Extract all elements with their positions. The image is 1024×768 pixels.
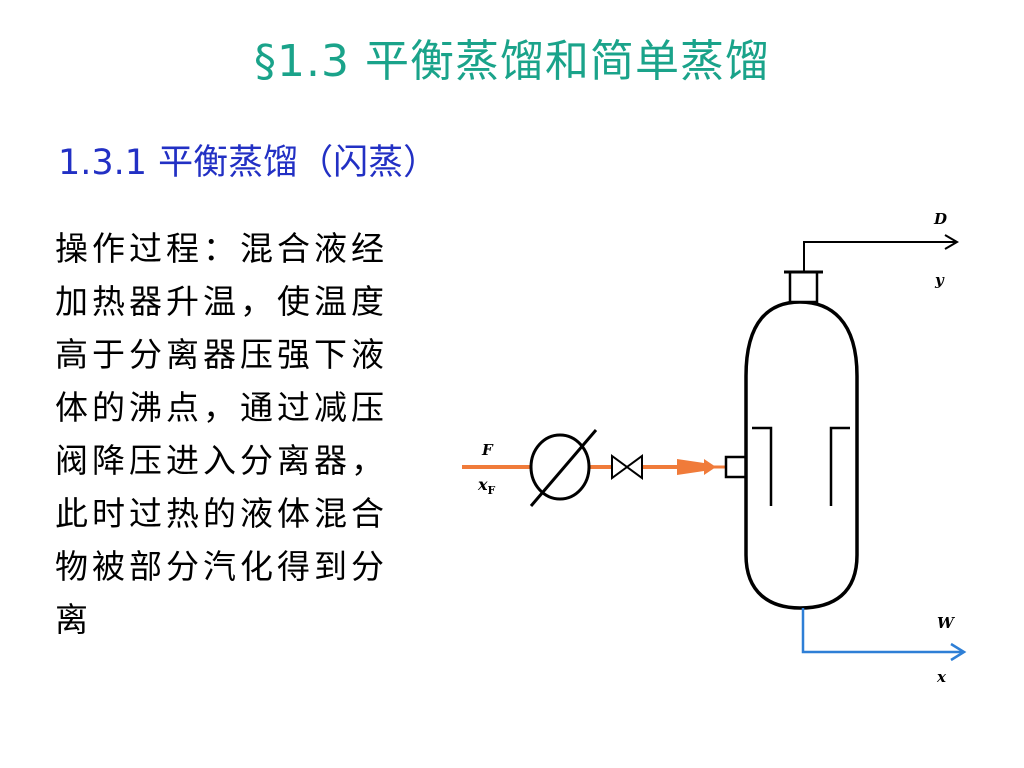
top-product-line <box>803 234 959 272</box>
process-description: 操作过程：混合液经加热器升温，使温度高于分离器压强下液体的沸点，通过减压阀降压进… <box>55 229 388 639</box>
page-title: §1.3 平衡蒸馏和简单蒸馏 <box>254 36 770 87</box>
vapor-composition-label: y <box>934 271 945 289</box>
residue-label: W <box>937 614 956 632</box>
flash-distillation-diagram: F xF D y W x <box>462 210 967 686</box>
heater-icon <box>529 429 598 507</box>
section-heading: 1.3.1 平衡蒸馏（闪蒸） <box>58 143 439 183</box>
bottom-product-line <box>801 608 967 662</box>
separator-vessel-icon <box>744 270 859 610</box>
distillate-label: D <box>933 210 947 228</box>
feed-label: F <box>481 441 494 459</box>
feed-composition-label: xF <box>477 475 496 497</box>
nozzle-icon <box>677 459 716 475</box>
valve-icon <box>611 454 643 480</box>
liquid-composition-label: x <box>936 668 947 686</box>
inlet-nozzle <box>724 455 748 479</box>
